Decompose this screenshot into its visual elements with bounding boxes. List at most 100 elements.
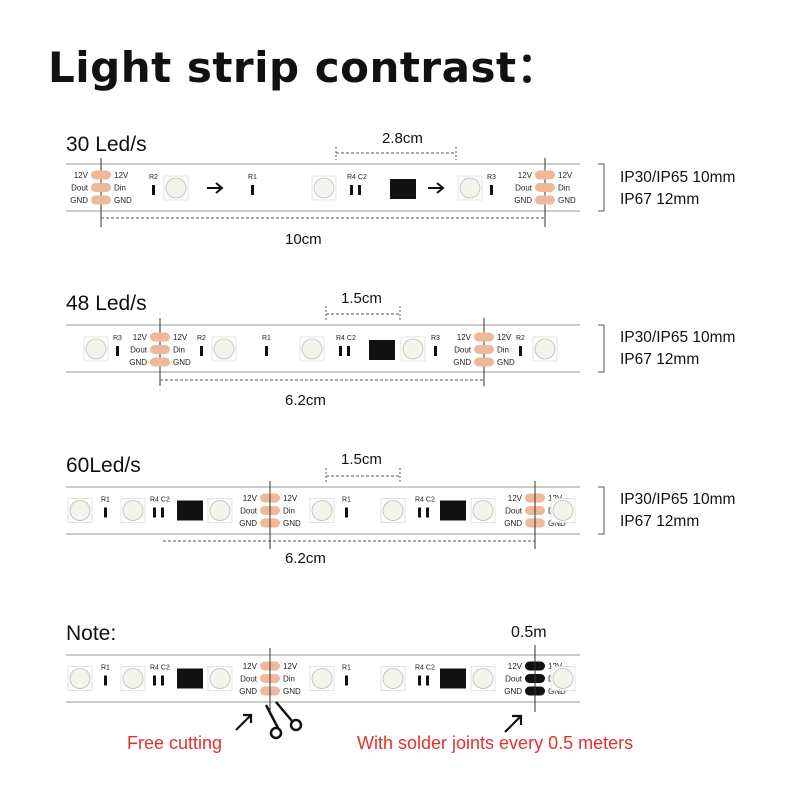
pad-label-right: GND bbox=[497, 358, 515, 367]
r4-part bbox=[153, 675, 156, 686]
cut-length-label-60: 6.2cm bbox=[285, 550, 326, 567]
r2-part-label: R2 bbox=[149, 174, 158, 181]
arrow-icon bbox=[207, 182, 224, 194]
pad-label-right: GND bbox=[558, 196, 576, 205]
spec-line-ip67: IP67 12mm bbox=[620, 351, 700, 368]
pad-label-left: Dout bbox=[505, 507, 523, 516]
section-label-30: 30 Led/s bbox=[66, 133, 147, 156]
solder-pad bbox=[150, 332, 170, 342]
r1-part-label: R1 bbox=[262, 335, 271, 342]
pad-label-left: GND bbox=[504, 687, 522, 696]
pad-label-left: GND bbox=[239, 519, 257, 528]
led-chip bbox=[459, 177, 481, 199]
r1-part-label: R1 bbox=[248, 174, 257, 181]
r1-part bbox=[104, 675, 107, 686]
led-chip bbox=[311, 668, 333, 689]
r1-part bbox=[104, 507, 107, 518]
pad-label-left: Dout bbox=[454, 346, 472, 355]
pad-label-right: 12V bbox=[283, 662, 298, 671]
pad-label-right: GND bbox=[548, 519, 566, 528]
ic-chip bbox=[440, 500, 466, 521]
spec-line-ip30: IP30/IP65 10mm bbox=[620, 329, 736, 346]
led-chip bbox=[534, 338, 556, 360]
pad-label-right: GND bbox=[114, 196, 132, 205]
solder-pad bbox=[474, 345, 494, 354]
led-chip bbox=[311, 500, 333, 521]
r4-c2-label: R4 C2 bbox=[415, 665, 435, 672]
pad-label-right: Din bbox=[283, 507, 295, 516]
led-chip bbox=[382, 500, 404, 521]
r2-part bbox=[519, 346, 522, 356]
spec-bracket-48 bbox=[598, 324, 605, 373]
arrow-icon bbox=[428, 182, 445, 194]
solder-pad bbox=[535, 183, 555, 192]
cut-length-label-30: 10cm bbox=[285, 231, 322, 248]
led-chip bbox=[122, 668, 144, 689]
section-label-48: 48 Led/s bbox=[66, 292, 147, 315]
pad-label-right: 12V bbox=[283, 494, 298, 503]
solder-pad bbox=[150, 345, 170, 354]
led-chip bbox=[165, 177, 187, 199]
pad-label-left: 12V bbox=[518, 171, 533, 180]
spec-line-ip30: IP30/IP65 10mm bbox=[620, 169, 736, 186]
c2-part bbox=[426, 507, 429, 518]
c2-part bbox=[161, 675, 164, 686]
spec-line-ip67: IP67 12mm bbox=[620, 191, 700, 208]
spec-bracket-30 bbox=[598, 163, 605, 212]
r2-part bbox=[200, 346, 203, 356]
c2-part bbox=[347, 346, 350, 356]
pad-label-right: 12V bbox=[558, 171, 573, 180]
pad-label-left: 12V bbox=[508, 662, 523, 671]
led-chip bbox=[313, 177, 335, 199]
r1-part bbox=[251, 185, 254, 195]
r3-part bbox=[490, 185, 493, 195]
ic-chip bbox=[369, 340, 395, 360]
pad-label-right: Din bbox=[497, 346, 509, 355]
solder-pad bbox=[474, 332, 494, 342]
pad-label-right: GND bbox=[283, 687, 301, 696]
pointer-arrow-icon bbox=[504, 714, 523, 733]
led-chip bbox=[122, 500, 144, 521]
pitch-label-30: 2.8cm bbox=[382, 130, 423, 147]
pad-label-left: 12V bbox=[133, 333, 148, 342]
pad-label-left: Dout bbox=[130, 346, 148, 355]
spec-block-48: IP30/IP65 10mm IP67 12mm bbox=[620, 327, 735, 371]
solder-pad bbox=[535, 195, 555, 205]
r4-c2-label: R4 C2 bbox=[150, 665, 170, 672]
r1-part-label: R1 bbox=[101, 497, 110, 504]
pad-label-left: 12V bbox=[243, 494, 258, 503]
cut-length-label-48: 6.2cm bbox=[285, 392, 326, 409]
free-cutting-text: Free cutting bbox=[127, 733, 223, 753]
solder-pad bbox=[535, 170, 555, 180]
led-chip bbox=[552, 668, 574, 689]
pad-label-left: GND bbox=[504, 519, 522, 528]
r2-part-label: R2 bbox=[197, 335, 206, 342]
led-chip bbox=[402, 338, 424, 360]
led-chip bbox=[209, 668, 231, 689]
r4-part bbox=[350, 185, 353, 195]
led-chip bbox=[85, 338, 107, 360]
pointer-arrow-icon bbox=[235, 713, 253, 731]
pad-label-right: GND bbox=[283, 519, 301, 528]
section-label-60: 60Led/s bbox=[66, 454, 141, 477]
pad-label-right: Din bbox=[173, 346, 185, 355]
r4-part bbox=[418, 507, 421, 518]
solder-pad bbox=[91, 195, 111, 205]
pad-label-left: Dout bbox=[71, 184, 89, 193]
ic-chip bbox=[177, 500, 203, 521]
pad-label-left: Dout bbox=[515, 184, 533, 193]
solder-pad bbox=[91, 183, 111, 192]
r4-part bbox=[153, 507, 156, 518]
led-chip bbox=[472, 668, 494, 689]
joint-spacing-label: 0.5m bbox=[511, 624, 547, 641]
r3-part-label: R3 bbox=[431, 335, 440, 342]
pad-label-left: GND bbox=[453, 358, 471, 367]
led-chip bbox=[69, 500, 91, 521]
solder-pad bbox=[150, 357, 170, 367]
ic-chip bbox=[177, 668, 203, 689]
r1-part bbox=[345, 507, 348, 518]
scissors-icon bbox=[264, 701, 303, 740]
led-chip bbox=[472, 500, 494, 521]
led-chip bbox=[209, 500, 231, 521]
